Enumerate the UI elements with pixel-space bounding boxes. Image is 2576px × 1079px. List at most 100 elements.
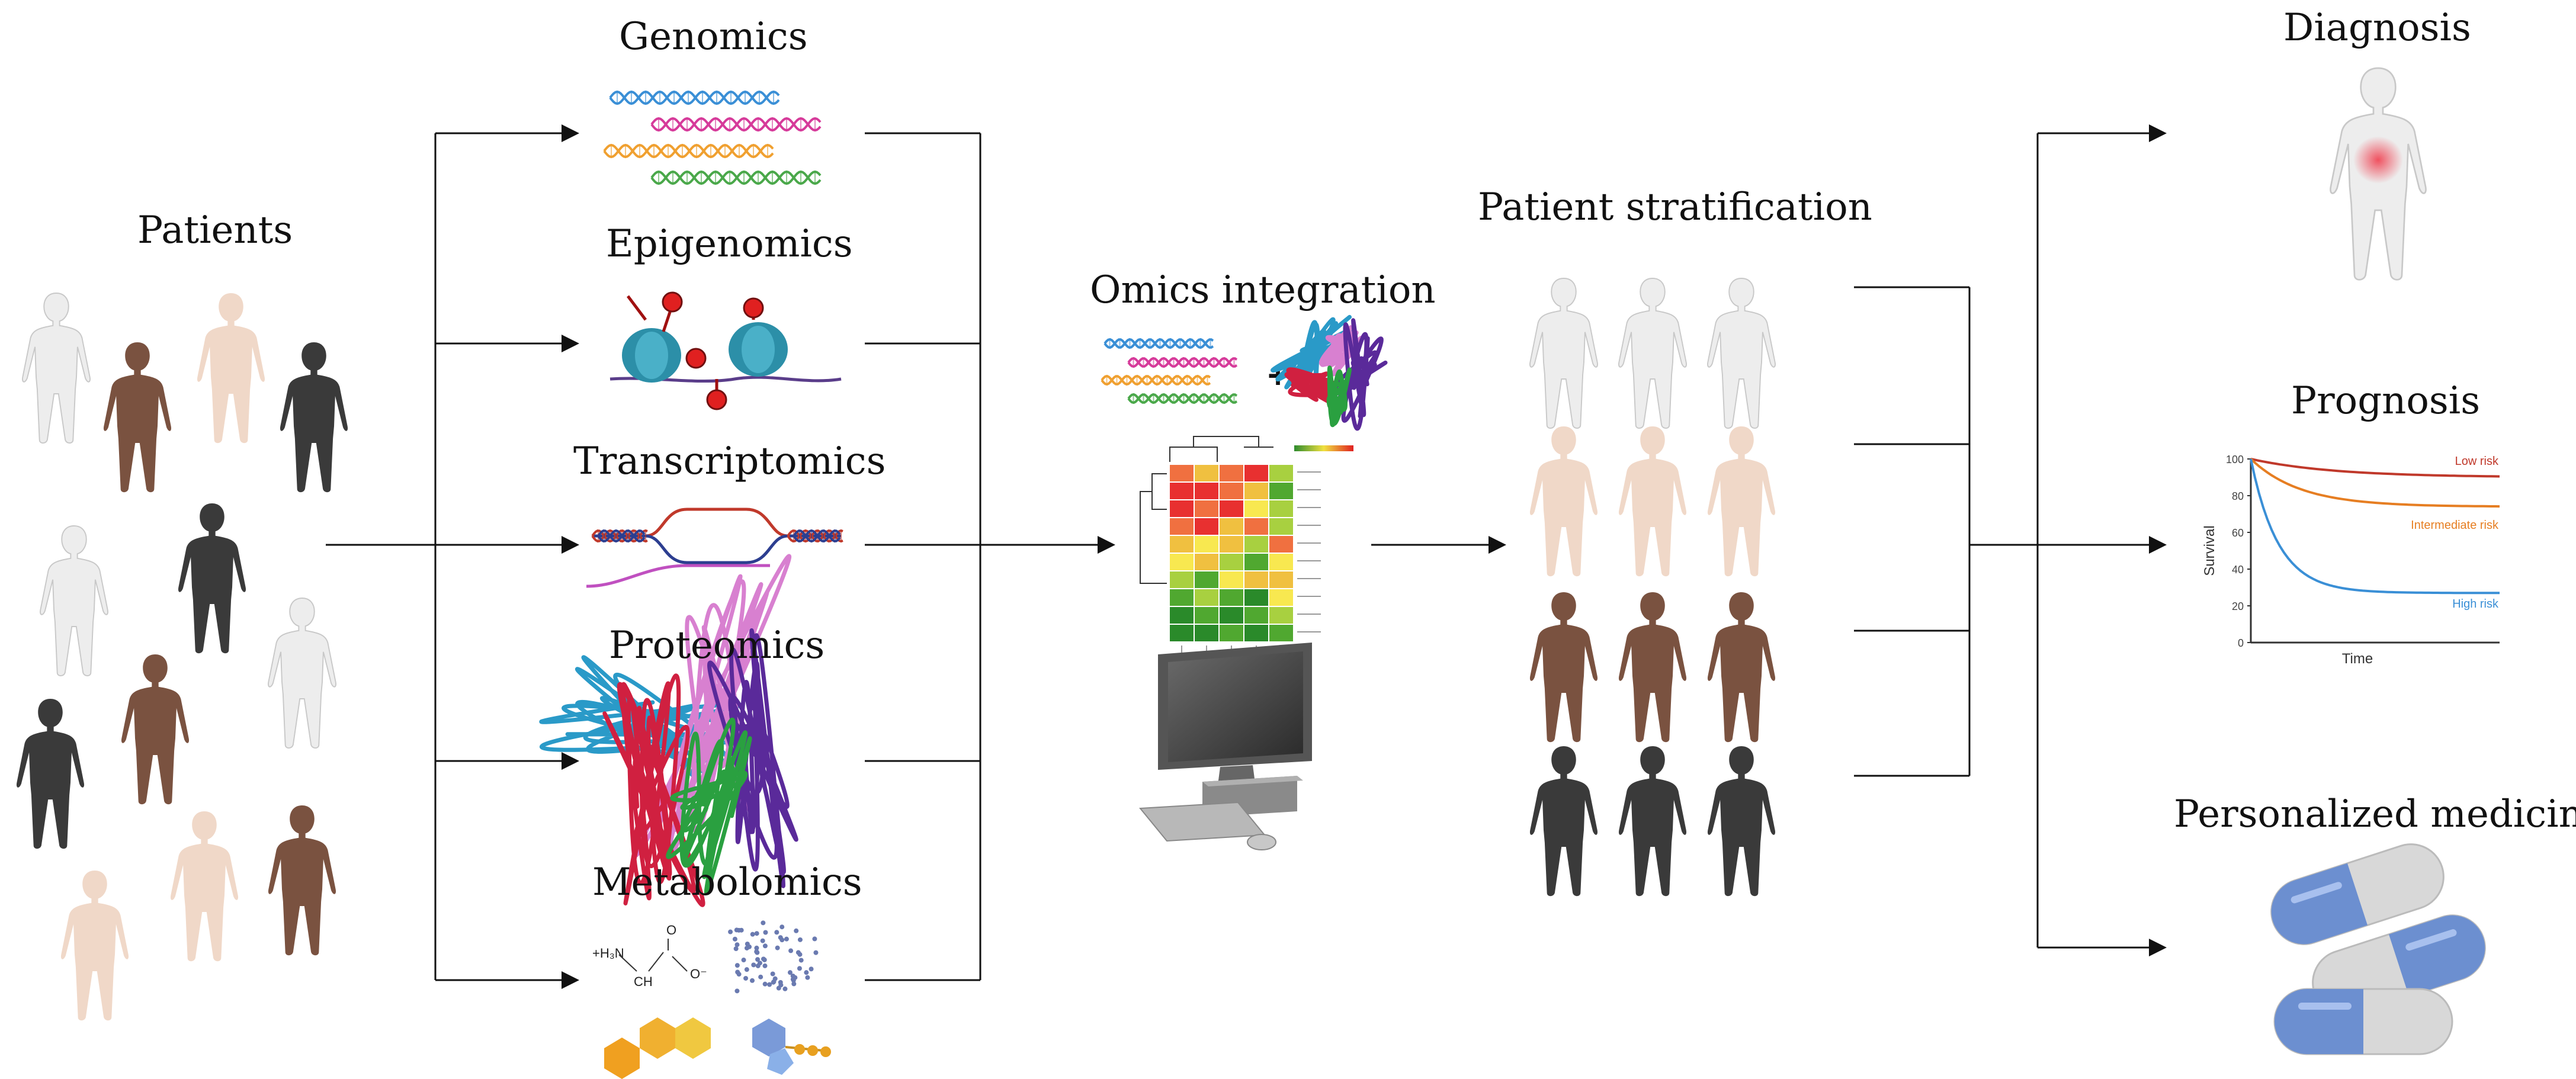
- patient-stratification-label: Patient stratification: [1478, 185, 1872, 229]
- heatmap-cell: [1244, 625, 1268, 641]
- dna-helix: [1101, 374, 1211, 386]
- patient-figure: [280, 342, 348, 493]
- heatmap-cell: [1170, 571, 1194, 588]
- heatmap-cell: [1170, 625, 1194, 641]
- heatmap-cell: [1269, 571, 1293, 588]
- protein-squiggle: [602, 673, 705, 907]
- heatmap-cell: [1269, 625, 1293, 641]
- stratified-patient-figure: [1529, 278, 1598, 429]
- survival-curve: [2250, 458, 2500, 508]
- patient-figure: [121, 654, 190, 805]
- pills-icon: [2270, 843, 2486, 1055]
- heatmap-cell: [1269, 465, 1293, 481]
- svg-text:O: O: [666, 923, 676, 937]
- protein-squiggle: [1319, 325, 1364, 377]
- dna-helix: [603, 143, 774, 159]
- patient-figure: [22, 293, 91, 444]
- heatmap-cell: [1244, 607, 1268, 624]
- heatmap-cell: [1195, 518, 1218, 535]
- heatmap-cell: [1170, 554, 1194, 570]
- dna-helix: [609, 90, 780, 105]
- heatmap-cell: [1195, 483, 1218, 499]
- dna-helix: [650, 170, 822, 185]
- survival-curve: [2250, 458, 2500, 478]
- curve-label: High risk: [2452, 598, 2499, 611]
- patients-figures: [16, 293, 348, 1021]
- y-axis-label: Survival: [2202, 525, 2218, 576]
- y-tick-label: 20: [2232, 600, 2244, 612]
- heatmap-cell: [1195, 465, 1218, 481]
- heatmap-cell: [1269, 500, 1293, 517]
- heatmap-cell: [1269, 607, 1293, 624]
- stratified-patient-figure: [1707, 592, 1776, 743]
- omics-integration-label: Omics integration: [1090, 268, 1436, 312]
- y-tick-label: 60: [2232, 527, 2244, 539]
- transcriptomics-label: Transcriptomics: [573, 439, 886, 483]
- heatmap-cell: [1170, 536, 1194, 553]
- stratified-patient-figure: [1529, 746, 1598, 897]
- heatmap-cell: [1195, 554, 1218, 570]
- pain-highlight: [2353, 136, 2403, 184]
- dna-helix: [1127, 357, 1238, 368]
- patient-figure: [178, 503, 246, 654]
- heatmap-cell: [1244, 571, 1268, 588]
- protein-squiggle: [707, 628, 798, 888]
- stratified-patient-figure: [1618, 278, 1687, 429]
- genomics-label: Genomics: [619, 15, 808, 59]
- heatmap-cell: [1195, 607, 1218, 624]
- protein-squiggles-icon: [539, 554, 798, 907]
- prognosis-label: Prognosis: [2291, 379, 2481, 423]
- heatmap-cell: [1170, 500, 1194, 517]
- dna-helix: [650, 117, 822, 132]
- heatmap-cell: [1244, 536, 1268, 553]
- survival-curve: [2250, 458, 2500, 595]
- diagnosis-body-icon: [2330, 67, 2427, 281]
- heatmap-cell: [1220, 518, 1243, 535]
- patient-figure: [268, 598, 336, 749]
- flow-connectors: [326, 124, 2167, 989]
- patient-figure: [40, 525, 108, 677]
- dna-helix: [793, 529, 841, 543]
- computer-icon: [1138, 643, 1312, 850]
- dna-helix: [1127, 393, 1238, 404]
- heatmap-cell: [1195, 536, 1218, 553]
- stratified-patients-figures: [1529, 278, 1776, 897]
- heatmap-cell: [1220, 589, 1243, 606]
- heatmap-cell: [1195, 500, 1218, 517]
- y-tick-label: 40: [2232, 564, 2244, 576]
- heatmap-cell: [1220, 607, 1243, 624]
- stratified-patient-figure: [1529, 592, 1598, 743]
- heatmap-cell: [1244, 465, 1268, 481]
- heatmap-cell: [1244, 518, 1268, 535]
- heatmap-cell: [1170, 518, 1194, 535]
- stratified-patient-figure: [1707, 746, 1776, 897]
- patient-figure: [16, 699, 85, 849]
- heatmap-cell: [1220, 625, 1243, 641]
- heatmap-cell: [1244, 483, 1268, 499]
- patients-label: Patients: [137, 208, 293, 252]
- stratified-patient-figure: [1529, 426, 1598, 577]
- svg-text:CH: CH: [634, 974, 653, 989]
- heatmap-cell: [1170, 483, 1194, 499]
- stratified-patient-figure: [1618, 592, 1687, 743]
- y-tick-label: 80: [2232, 490, 2244, 502]
- heatmap-cell: [1269, 518, 1293, 535]
- nucleosome-icon: [609, 291, 842, 410]
- heatmap-cell: [1269, 536, 1293, 553]
- protein-squiggle: [1327, 318, 1388, 431]
- stratified-patient-figure: [1618, 426, 1687, 577]
- epigenomics-label: Epigenomics: [606, 222, 853, 266]
- diagnosis-label: Diagnosis: [2283, 6, 2471, 50]
- svg-text:+H₃N: +H₃N: [592, 946, 624, 961]
- patient-figure: [268, 805, 336, 956]
- proteomics-label: Proteomics: [609, 624, 825, 667]
- protein-squiggle: [1284, 367, 1348, 407]
- y-tick-label: 0: [2238, 637, 2244, 649]
- personalized-medicine-label: Personalized medicine: [2174, 792, 2576, 836]
- y-tick-label: 100: [2226, 454, 2244, 465]
- metabolomics-label: Metabolomics: [592, 860, 862, 904]
- dna-helix: [1103, 338, 1214, 349]
- protein-squiggle: [1326, 365, 1352, 428]
